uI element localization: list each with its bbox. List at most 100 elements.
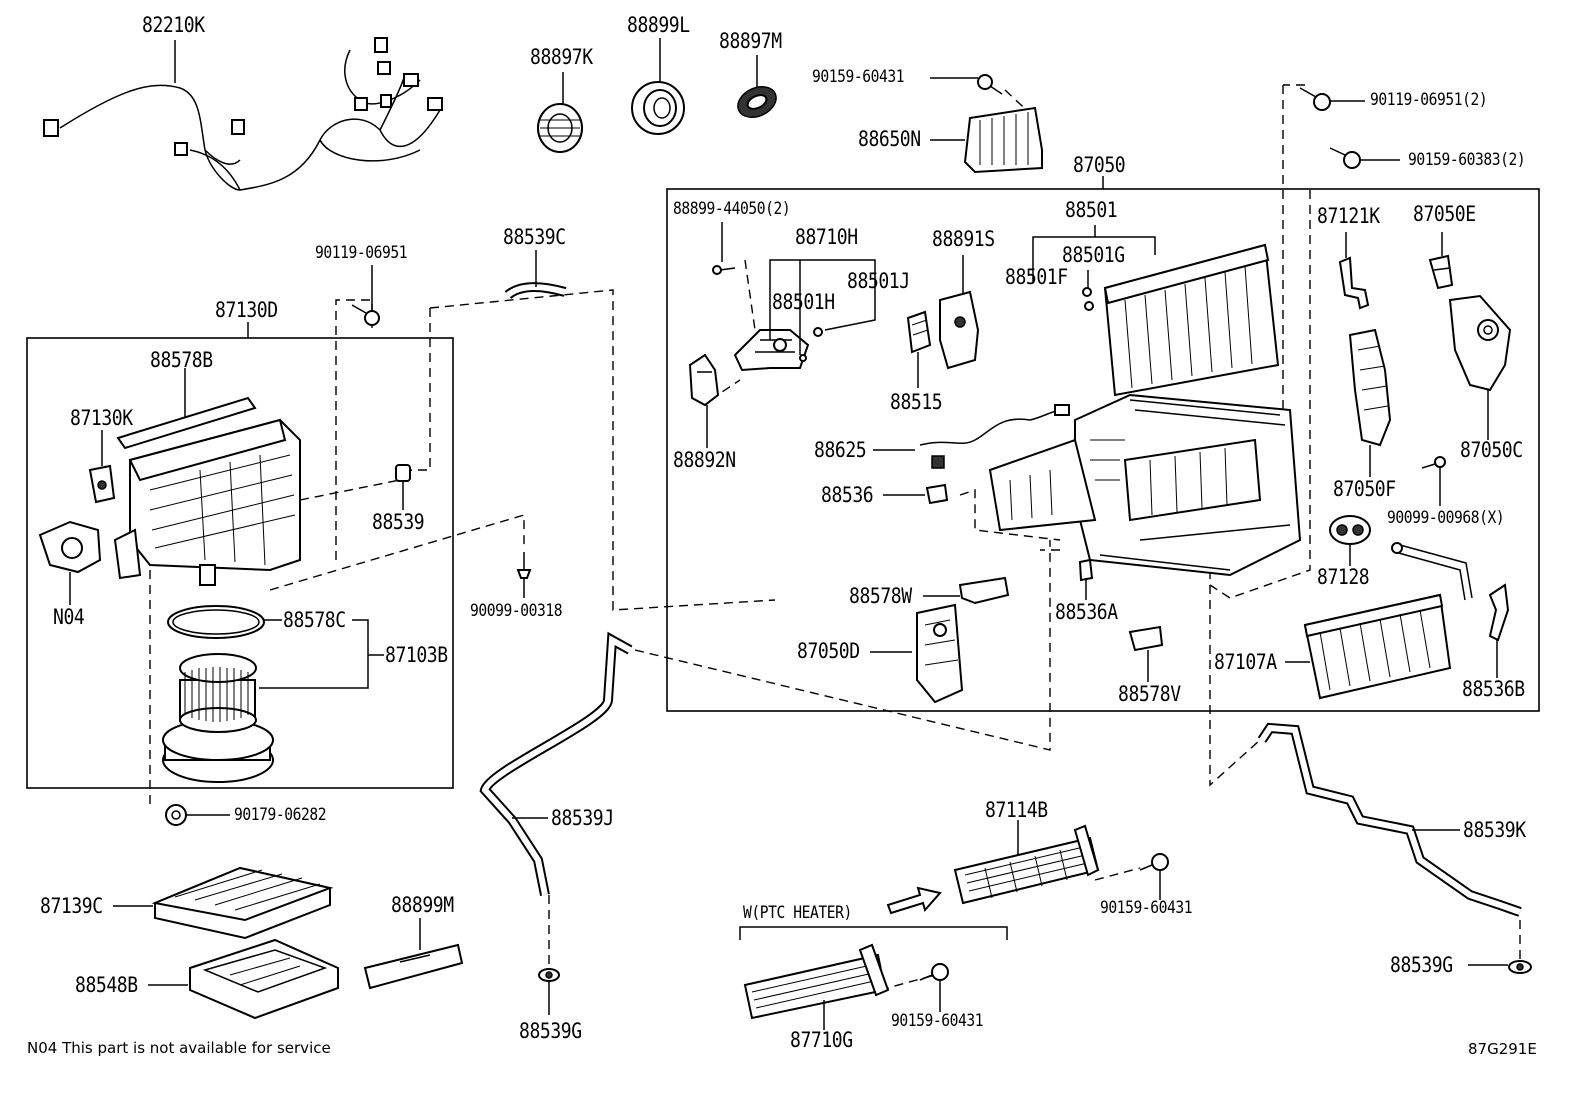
part-label-88539: 88539: [372, 510, 425, 534]
part-label-90159-60431-top: 90159-60431: [812, 67, 905, 87]
figure-code: 87G291E: [1468, 1040, 1537, 1058]
grommet-88539: [395, 464, 411, 482]
part-label-90159-60383-2: 90159-60383(2): [1408, 150, 1526, 170]
grommet-88539G-left: [538, 968, 560, 982]
assembly-box-87130D: [26, 337, 454, 789]
part-label-88536B: 88536B: [1462, 677, 1525, 701]
part-label-88625: 88625: [814, 438, 867, 462]
servo-88891S: [939, 290, 980, 370]
clip-88536A: [1078, 558, 1094, 582]
part-label-88536A: 88536A: [1055, 600, 1118, 624]
part-label-87050E: 87050E: [1413, 202, 1476, 226]
clip-88536: [925, 483, 949, 505]
cover-88899M: [363, 943, 464, 990]
seal-87128: [1329, 515, 1371, 545]
part-label-88891S: 88891S: [932, 227, 995, 251]
part-label-88899M: 88899M: [391, 893, 454, 917]
filter-87139C: [151, 866, 334, 940]
part-label-N04: N04: [53, 605, 85, 629]
part-label-87050F: 87050F: [1333, 477, 1396, 501]
seal-88897K: [537, 103, 583, 153]
footer-note: N04 This part is not available for servi…: [27, 1039, 331, 1057]
part-label-88578V: 88578V: [1118, 682, 1181, 706]
dashed-guides: [149, 84, 1521, 991]
part-label-90099-00968-x: 90099-00968(X): [1387, 508, 1505, 528]
evaporator-88501: [1103, 243, 1280, 397]
damper-88515: [906, 310, 932, 354]
expansion-valve-88710H: [733, 329, 810, 372]
part-label-87139C: 87139C: [40, 894, 103, 918]
part-label-87107A: 87107A: [1214, 650, 1277, 674]
seal-88897M: [737, 86, 777, 118]
actuator-87130K: [88, 464, 116, 504]
hvac-unit-87050: [988, 393, 1302, 577]
part-label-88710H: 88710H: [795, 225, 858, 249]
part-label-87128: 87128: [1317, 565, 1370, 589]
part-label-87103B: 87103B: [385, 643, 448, 667]
bolt-90119-06951: [351, 304, 380, 326]
arrow-indicator: [886, 886, 942, 915]
filter-case-88548B: [189, 938, 339, 1020]
part-label-88539J: 88539J: [551, 806, 614, 830]
part-label-87121K: 87121K: [1317, 204, 1380, 228]
ptc-heater-87710G: [743, 943, 890, 1020]
screw-90099-00968: [1421, 456, 1446, 469]
part-label-88501G: 88501G: [1062, 243, 1125, 267]
part-label-88897M: 88897M: [719, 29, 782, 53]
part-label-88515: 88515: [890, 390, 943, 414]
part-label-88578B: 88578B: [150, 348, 213, 372]
hose-88539C: [504, 282, 567, 300]
part-label-88548B: 88548B: [75, 973, 138, 997]
part-label-87050: 87050: [1073, 153, 1126, 177]
bolt-90159-60431-low: [919, 963, 949, 981]
wire-88625: [919, 404, 1070, 469]
heater-core-87107A: [1303, 542, 1473, 700]
connector-87050E: [1428, 254, 1454, 290]
part-label-88501: 88501: [1065, 198, 1118, 222]
bracket-88536B: [1488, 583, 1510, 642]
part-label-88501F: 88501F: [1005, 265, 1068, 289]
part-label-87710G: 87710G: [790, 1028, 853, 1052]
part-label-88539C: 88539C: [503, 225, 566, 249]
blower-housing-87130D: [113, 418, 301, 586]
bolt-90119-06951-2: [1299, 87, 1331, 111]
wire-harness-82210K: [43, 37, 443, 191]
actuator-87050C: [1448, 294, 1512, 392]
part-label-90159-60431-low: 90159-60431: [891, 1011, 984, 1031]
part-label-87130K: 87130K: [70, 406, 133, 430]
part-label-88899L: 88899L: [627, 13, 690, 37]
part-label-87130D: 87130D: [215, 298, 278, 322]
part-label-87114B: 87114B: [985, 798, 1048, 822]
part-label-90099-00318: 90099-00318: [470, 601, 563, 621]
part-label-88539G-left: 88539G: [519, 1019, 582, 1043]
part-label-88536: 88536: [821, 483, 874, 507]
seal-88899L: [631, 81, 685, 135]
part-label-88892N: 88892N: [673, 448, 736, 472]
actuator-87050D: [916, 603, 964, 704]
motor-N04: [38, 520, 102, 574]
part-label-90179-06282: 90179-06282: [234, 805, 327, 825]
ptc-heater-87114B: [953, 824, 1100, 905]
part-label-88539K: 88539K: [1463, 818, 1526, 842]
part-label-88650N: 88650N: [858, 127, 921, 151]
sensor-88892N: [688, 353, 720, 407]
part-label-88501H: 88501H: [772, 290, 835, 314]
part-label-88539G-right: 88539G: [1390, 953, 1453, 977]
part-label-90159-60431-mid: 90159-60431: [1100, 898, 1193, 918]
drain-hose-88539J: [479, 631, 633, 896]
seal-88578V: [1128, 625, 1164, 652]
part-label-90119-06951: 90119-06951: [315, 243, 408, 263]
part-label-88501J: 88501J: [847, 269, 910, 293]
screw-90099-00318: [516, 552, 532, 579]
part-label-87050C: 87050C: [1460, 438, 1523, 462]
bolt-90159-60431-top: [977, 74, 1003, 95]
blower-motor-87103B: [162, 653, 274, 783]
part-label-88578W: 88578W: [849, 584, 912, 608]
bracket-87121K: [1338, 256, 1370, 310]
ptc-heater-bracket: [739, 926, 1008, 940]
nut-90179-06282: [165, 804, 187, 826]
part-label-88578C: 88578C: [283, 608, 346, 632]
ptc-heater-label: W(PTC HEATER): [743, 903, 852, 923]
bolt-90159-60383-2: [1329, 147, 1361, 169]
